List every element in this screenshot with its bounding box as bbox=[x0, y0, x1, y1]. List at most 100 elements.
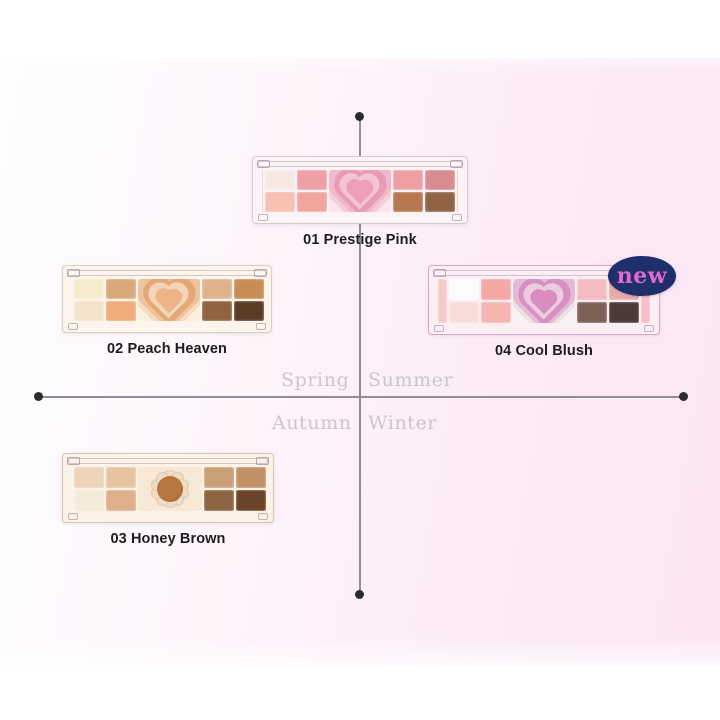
pan-swatch[interactable] bbox=[236, 490, 266, 511]
pan-swatch[interactable] bbox=[609, 302, 639, 323]
pan-swatch[interactable] bbox=[393, 192, 423, 212]
background-top-fade bbox=[0, 40, 720, 74]
quadrant-label-summer: Summer bbox=[368, 369, 454, 391]
pan-column bbox=[449, 279, 479, 323]
palette-lid-line bbox=[258, 161, 462, 167]
pan-column bbox=[106, 279, 136, 321]
pan-swatch[interactable] bbox=[106, 490, 136, 511]
pan-column bbox=[204, 467, 234, 511]
pan-swatch[interactable] bbox=[481, 302, 511, 323]
palette-foot-left bbox=[258, 214, 268, 221]
axis-endpoint-dot-bottom bbox=[355, 590, 364, 599]
background-bottom-fade bbox=[0, 636, 720, 676]
quadrant-label-winter: Winter bbox=[368, 412, 438, 434]
pan-group-right bbox=[393, 170, 455, 212]
pan-left-tall[interactable] bbox=[438, 279, 447, 323]
quadrant-label-spring: Spring bbox=[281, 369, 350, 391]
pan-swatch[interactable] bbox=[106, 301, 136, 321]
palette-foot-right bbox=[258, 513, 268, 520]
pan-swatch[interactable] bbox=[425, 192, 455, 212]
palette-label: 04 Cool Blush bbox=[495, 343, 593, 359]
pan-swatch[interactable] bbox=[449, 302, 479, 323]
palette-honey-brown[interactable]: 03 Honey Brown bbox=[62, 453, 274, 547]
palette-lid-line bbox=[68, 270, 266, 276]
pan-column bbox=[265, 170, 295, 212]
palette-hinge-left bbox=[433, 269, 446, 277]
pan-area bbox=[72, 279, 264, 321]
pan-swatch[interactable] bbox=[265, 192, 295, 212]
pan-swatch[interactable] bbox=[577, 302, 607, 323]
pan-swatch[interactable] bbox=[106, 467, 136, 488]
pan-swatch[interactable] bbox=[577, 279, 607, 300]
horizontal-axis-line bbox=[38, 396, 683, 398]
pan-right-tall[interactable] bbox=[457, 170, 458, 212]
pan-swatch[interactable] bbox=[425, 170, 455, 190]
pan-column bbox=[393, 170, 423, 212]
pan-right-tall[interactable] bbox=[641, 279, 650, 323]
flower-motif bbox=[138, 467, 202, 511]
pan-area bbox=[262, 170, 458, 212]
pan-column bbox=[425, 170, 455, 212]
palette-peach-heaven[interactable]: 02 Peach Heaven bbox=[62, 265, 272, 357]
pan-group-left bbox=[265, 170, 327, 212]
pan-swatch[interactable] bbox=[74, 279, 104, 299]
pan-group-left bbox=[449, 279, 511, 323]
palette-case bbox=[62, 265, 272, 333]
pan-column bbox=[74, 279, 104, 321]
pan-area bbox=[438, 279, 650, 323]
pan-swatch[interactable] bbox=[74, 490, 104, 511]
palette-case bbox=[252, 156, 468, 224]
pan-swatch[interactable] bbox=[481, 279, 511, 300]
palette-foot-left bbox=[434, 325, 444, 332]
quadrant-label-autumn: Autumn bbox=[272, 412, 352, 434]
palette-foot-right bbox=[256, 323, 266, 330]
pan-swatch[interactable] bbox=[449, 279, 479, 300]
pan-swatch[interactable] bbox=[234, 301, 264, 321]
pan-swatch[interactable] bbox=[236, 467, 266, 488]
pan-swatch[interactable] bbox=[106, 279, 136, 299]
palette-hinge-left bbox=[67, 457, 80, 465]
pan-swatch[interactable] bbox=[297, 192, 327, 212]
pan-center-motif[interactable] bbox=[138, 279, 200, 321]
pan-left-tall[interactable] bbox=[262, 170, 263, 212]
pan-column bbox=[202, 279, 232, 321]
palette-hinge-right bbox=[450, 160, 463, 168]
flower-core bbox=[157, 476, 183, 502]
axis-endpoint-dot-top bbox=[355, 112, 364, 121]
palette-prestige-pink[interactable]: 01 Prestige Pink bbox=[252, 156, 468, 248]
palette-foot-right bbox=[452, 214, 462, 221]
pan-swatch[interactable] bbox=[204, 467, 234, 488]
palette-label: 02 Peach Heaven bbox=[107, 341, 227, 357]
pan-group-left bbox=[74, 467, 136, 511]
palette-foot-right bbox=[644, 325, 654, 332]
pan-swatch[interactable] bbox=[297, 170, 327, 190]
pan-column bbox=[74, 467, 104, 511]
palette-foot-left bbox=[68, 323, 78, 330]
palette-hinge-left bbox=[257, 160, 270, 168]
pan-swatch[interactable] bbox=[393, 170, 423, 190]
palette-foot-left bbox=[68, 513, 78, 520]
pan-group-right bbox=[202, 279, 264, 321]
pan-center-motif[interactable] bbox=[329, 170, 391, 212]
pan-column bbox=[577, 279, 607, 323]
palette-hinge-right bbox=[254, 269, 267, 277]
pan-swatch[interactable] bbox=[265, 170, 295, 190]
pan-column bbox=[236, 467, 266, 511]
pan-column bbox=[297, 170, 327, 212]
pan-swatch[interactable] bbox=[234, 279, 264, 299]
pan-swatch[interactable] bbox=[74, 301, 104, 321]
pan-center-motif[interactable] bbox=[513, 279, 575, 323]
pan-center-motif[interactable] bbox=[138, 467, 202, 511]
palette-case bbox=[62, 453, 274, 523]
pan-swatch[interactable] bbox=[74, 467, 104, 488]
pan-column bbox=[106, 467, 136, 511]
palette-label: 01 Prestige Pink bbox=[303, 232, 417, 248]
pan-swatch[interactable] bbox=[204, 490, 234, 511]
palette-label: 03 Honey Brown bbox=[110, 531, 226, 547]
palette-hinge-left bbox=[67, 269, 80, 277]
pan-swatch[interactable] bbox=[202, 301, 232, 321]
new-badge-label: new bbox=[616, 263, 668, 289]
vertical-axis-line bbox=[359, 116, 361, 594]
pan-swatch[interactable] bbox=[202, 279, 232, 299]
